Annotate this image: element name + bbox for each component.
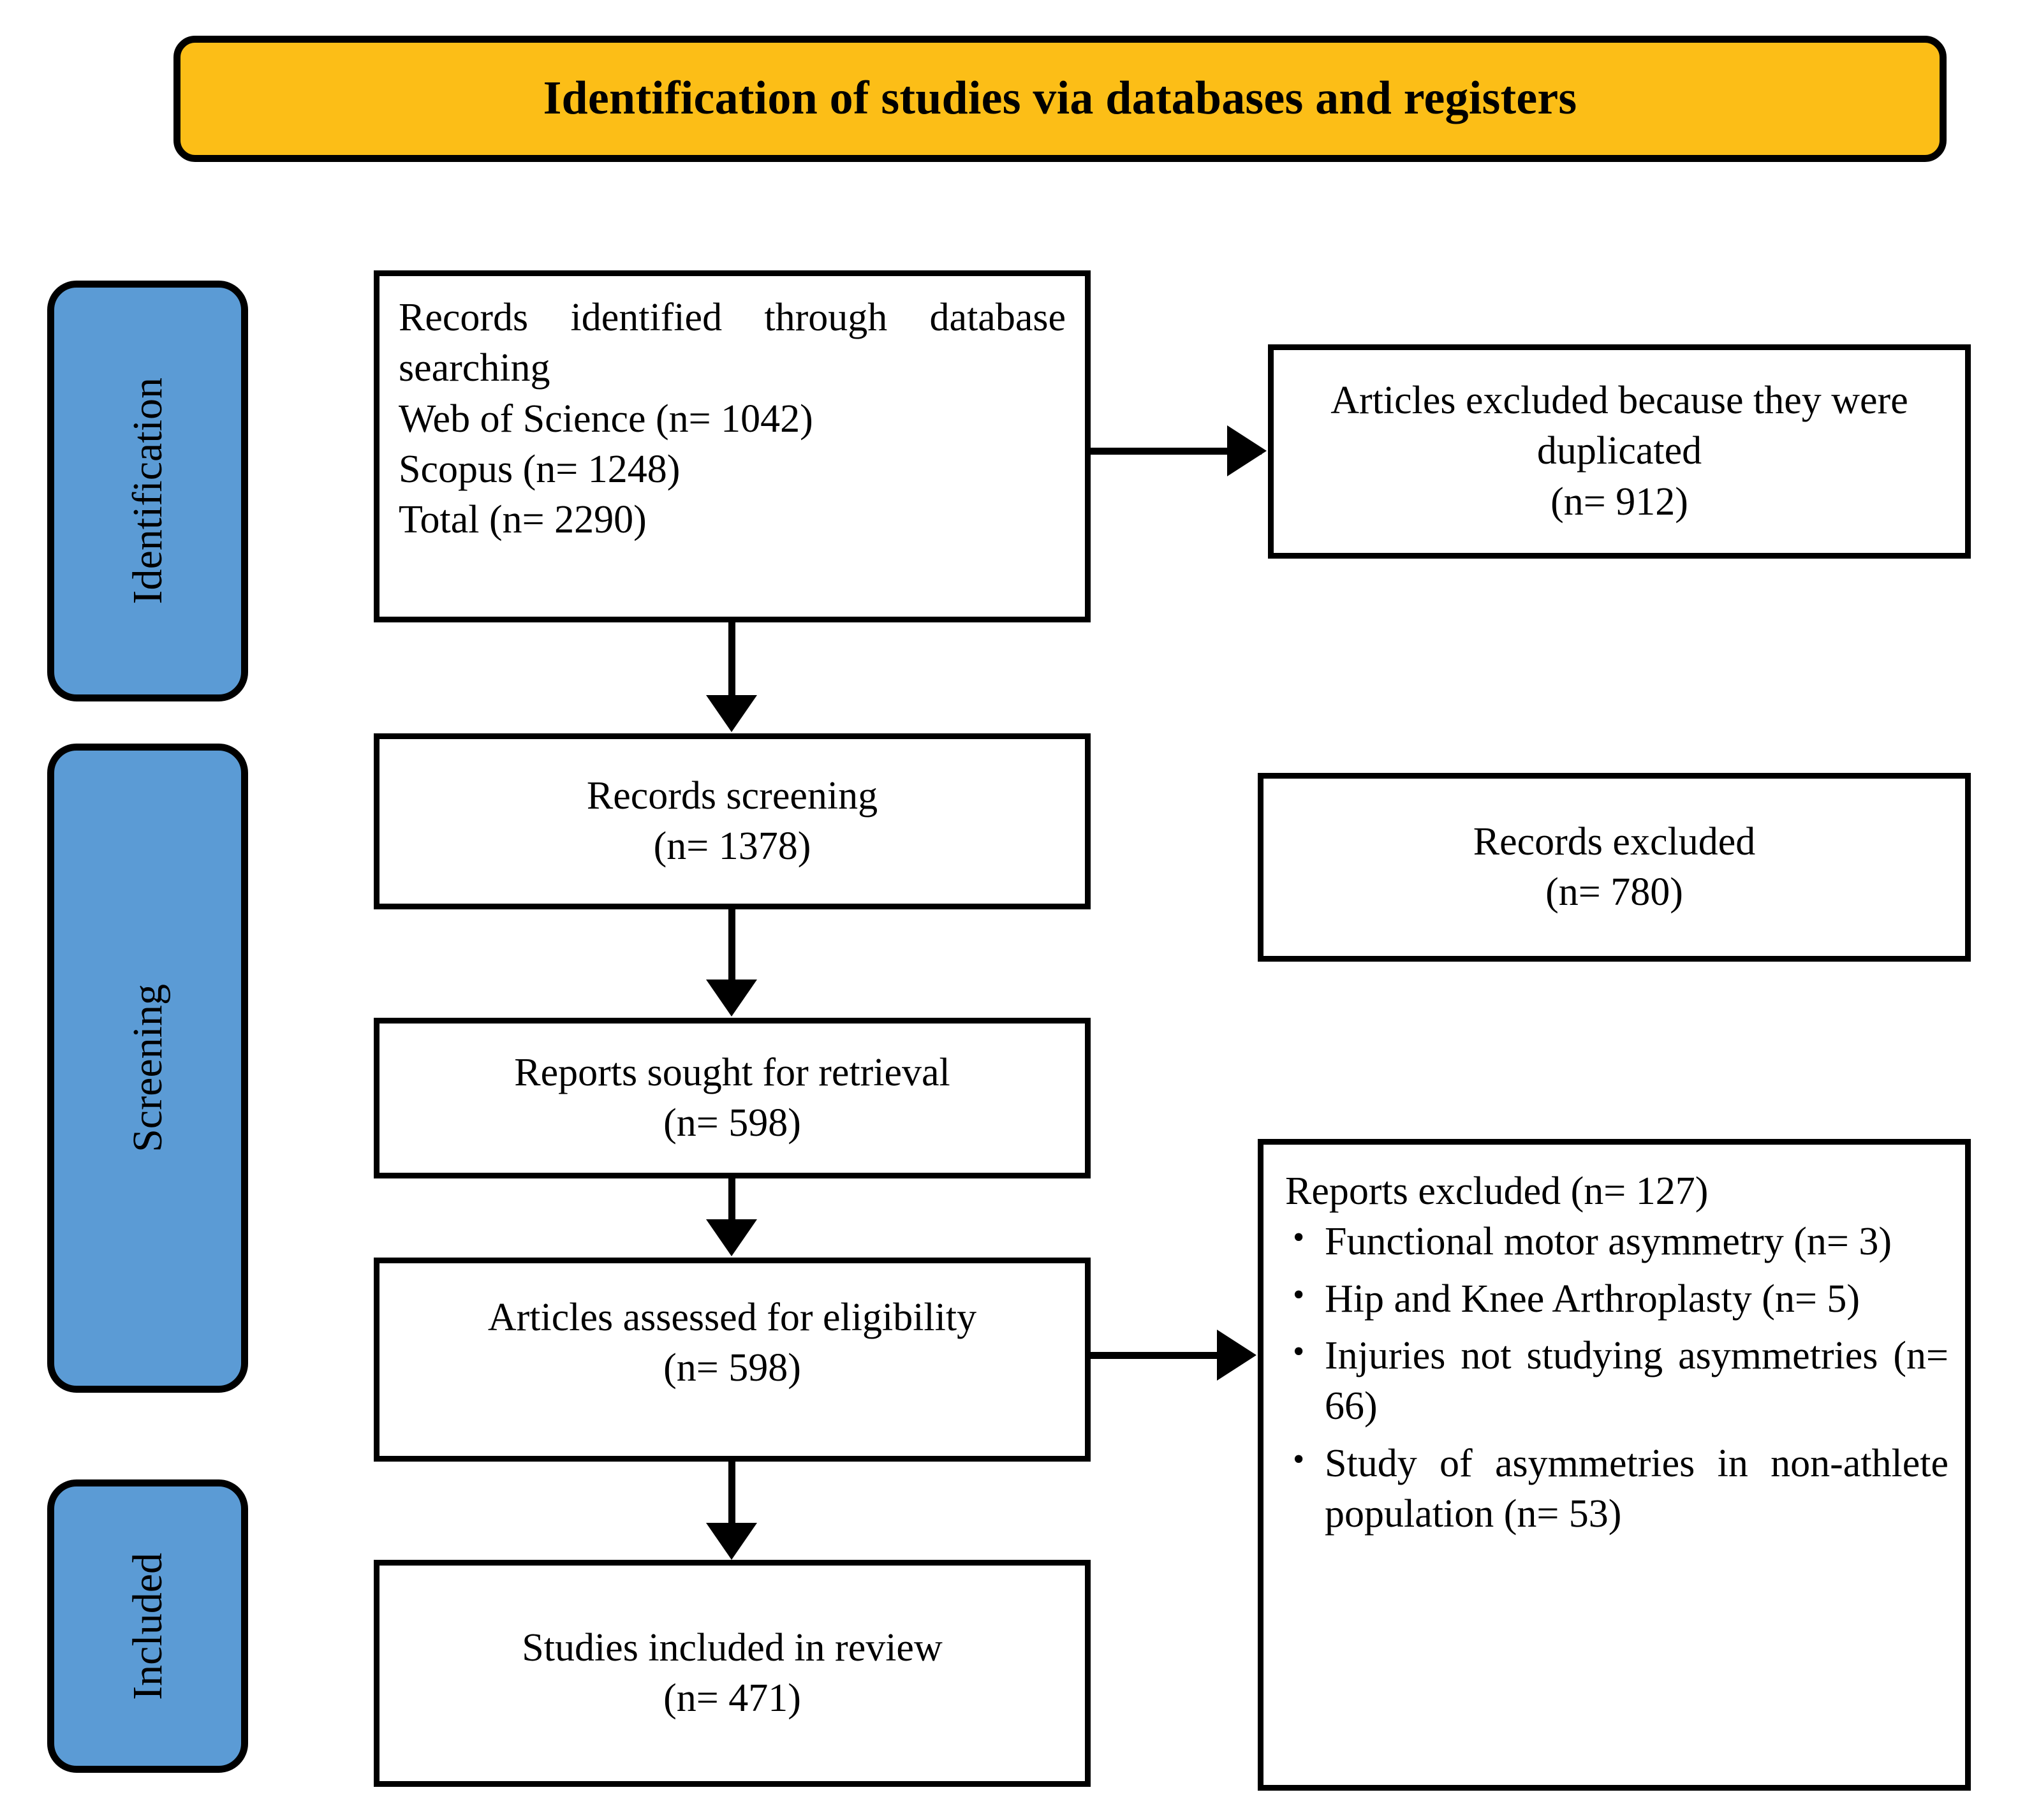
node-text-line: Records excluded: [1473, 819, 1756, 863]
arrow-head-down-icon: [706, 695, 757, 732]
connector-line: [728, 622, 735, 699]
arrow-head-right-icon: [1227, 425, 1267, 476]
node-text-line: (n= 1378): [653, 825, 811, 868]
stage-label-identification: Identification: [47, 281, 248, 701]
stage-label-screening: Screening: [47, 744, 248, 1393]
arrow-head-down-icon: [706, 980, 757, 1016]
node-text-line: Articles excluded because they were dupl…: [1330, 378, 1908, 473]
node-text-line: Studies included in review: [522, 1626, 943, 1670]
node-text-line: Total (n= 2290): [399, 498, 647, 542]
list-item: Injuries not studying asymmetries (n= 66…: [1293, 1330, 1948, 1432]
node-text-line: Web of Science (n= 1042): [399, 397, 813, 441]
exclusion-reason-list: Functional motor asymmetry (n= 3) Hip an…: [1285, 1215, 1948, 1540]
node-reports-excluded: Reports excluded (n= 127) Functional mot…: [1258, 1139, 1971, 1791]
node-text-line: Scopus (n= 1248): [399, 448, 681, 492]
stage-label-text: Screening: [124, 984, 171, 1152]
connector-line: [728, 1462, 735, 1525]
node-text-line: Records identified through database sear…: [399, 296, 1066, 390]
node-text-line: Articles assessed for eligibility: [487, 1296, 977, 1339]
connector-line: [1091, 1352, 1226, 1359]
node-text-line: Records screening: [586, 774, 878, 818]
node-records-screening: Records screening (n= 1378): [374, 733, 1091, 909]
diagram-title-banner: Identification of studies via databases …: [173, 36, 1947, 162]
node-text-line: Reports sought for retrieval: [514, 1050, 950, 1094]
stage-label-included: Included: [47, 1479, 248, 1773]
stage-label-text: Identification: [124, 378, 171, 605]
arrow-head-down-icon: [706, 1523, 757, 1560]
node-records-identified: Records identified through database sear…: [374, 270, 1091, 622]
node-studies-included-in-review: Studies included in review (n= 471): [374, 1560, 1091, 1787]
node-records-excluded: Records excluded (n= 780): [1258, 773, 1971, 962]
arrow-head-down-icon: [706, 1219, 757, 1256]
connector-line: [728, 909, 735, 982]
node-reports-sought-for-retrieval: Reports sought for retrieval (n= 598): [374, 1018, 1091, 1178]
arrow-head-right-icon: [1217, 1330, 1256, 1381]
node-articles-assessed-for-eligibility: Articles assessed for eligibility (n= 59…: [374, 1258, 1091, 1462]
node-text-line: (n= 471): [663, 1677, 801, 1720]
connector-line: [728, 1178, 735, 1222]
node-text-line: (n= 780): [1545, 870, 1683, 914]
node-text-line: (n= 598): [663, 1101, 801, 1145]
list-item: Functional motor asymmetry (n= 3): [1293, 1215, 1948, 1267]
stage-label-text: Included: [124, 1552, 171, 1700]
connector-line: [1091, 448, 1262, 455]
list-item: Hip and Knee Arthroplasty (n= 5): [1293, 1273, 1948, 1325]
node-text-line: (n= 912): [1550, 480, 1688, 524]
node-text-line: (n= 598): [663, 1346, 801, 1390]
list-item: Study of asymmetries in non-athlete popu…: [1293, 1437, 1948, 1540]
page-title: Identification of studies via databases …: [543, 72, 1577, 125]
node-articles-excluded-duplicated: Articles excluded because they were dupl…: [1268, 344, 1971, 559]
node-heading: Reports excluded (n= 127): [1285, 1170, 1709, 1213]
